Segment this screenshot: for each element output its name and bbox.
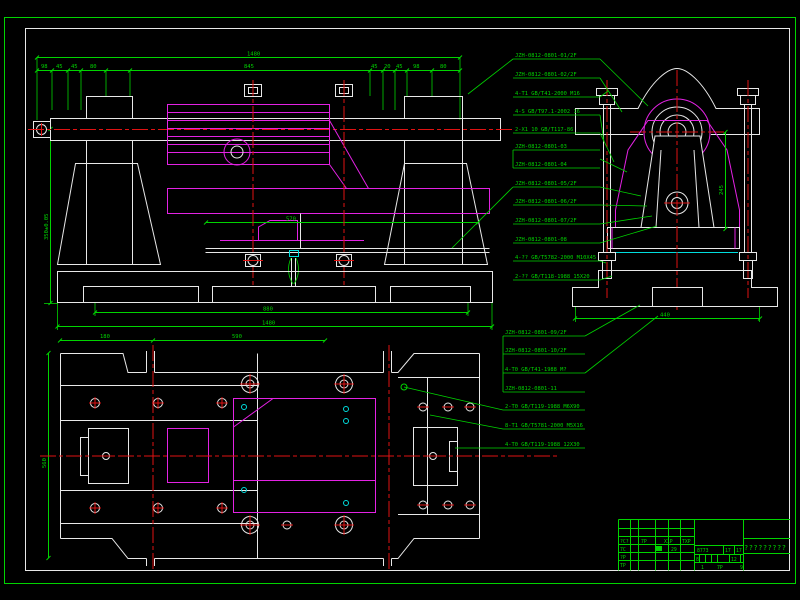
dim-seg: 98 [41,64,48,70]
anchor-bolts [243,250,354,286]
side-foundation [572,270,778,307]
callout-label: JZH-0812-0801-08 [515,237,567,243]
dim-side-bottom: 440 [660,313,670,319]
tb-cell: 7P [717,565,723,571]
callout-label: JZH-0812-0801-07/2F [515,218,577,224]
tb-cell: 1 [701,565,704,571]
baseplate-outline [60,351,480,566]
callout-label: JZH-0812-0801-05/2F [515,181,577,187]
dim-plan-b: 590 [232,334,242,340]
callout-label: JZH-0812-0801-09/2F [505,330,567,336]
front-dim-inner: 570 [203,217,481,225]
drawing-title-cell: ????????? [744,544,786,552]
dim-seg: 845 [244,64,254,70]
front-dims-top: 1480 98 45 45 80 845 45 20 45 98 80 [34,52,463,120]
sheet-frame [4,17,796,584]
side-dims: 245 440 [572,129,763,322]
a-frame-pedestal [607,70,740,310]
tb-cell: 29 [671,547,677,553]
plan-dims: 180 590 560 [42,334,328,561]
dim-overall-top: 1480 [247,52,260,58]
dim-seg: 20 [384,64,391,70]
dim-overall-bottom: 1480 [262,321,275,327]
dim-height: 350±0.05 [44,214,50,241]
dim-seg: 80 [90,64,97,70]
callout-label: 2-X1 10 GB/T117-86 [515,127,573,133]
callout-label: 8-T1 GB/T5781-2000 M5X16 [505,423,583,429]
front-dim-height: 350±0.05 [44,126,58,306]
callout-label: 2-?? GB/T118-1988 15X20 [515,274,590,280]
tb-cell: 17 [736,548,742,554]
dim-seg: 98 [413,64,420,70]
callout-label: JZH-0812-0801-01/2F [515,53,577,59]
callout-label: 4-T0 GB/T119-1988 12X30 [505,442,580,448]
callout-label: JZH-0812-0801-11 [505,386,557,392]
callouts-bottom[interactable]: JZH-0812-0801-09/2F JZH-0812-0801-10/2F … [403,304,659,449]
tb-row-label: ?P [620,555,626,561]
dim-plan-a: 180 [100,334,110,340]
callouts-top[interactable]: JZH-0812-0801-01/2F JZH-0812-0801-02/2F … [451,53,658,281]
leader-lines-bottom [403,304,659,449]
dim-seg: 80 [440,64,447,70]
tb-row-label: TP [620,563,626,569]
dim-seg: 45 [396,64,403,70]
callout-label: JZH-0812-0801-10/2F [505,348,567,354]
callout-label: 4-T1 GB/T41-2000 M16 [515,91,580,97]
tb-cell: 9 [740,565,743,571]
callout-label: JZH-0812-0801-02/2F [515,72,577,78]
top-plate [575,67,760,135]
dim-side-right: 245 [719,185,725,195]
dim-seg: 45 [56,64,63,70]
tb-cell: ?C? [620,539,629,545]
shaft [28,118,512,141]
dim-base: 880 [263,307,273,313]
callout-label: JZH-0812-0801-04 [515,162,567,168]
tb-cell: 7P [641,539,647,545]
tb-cell: TXP [682,539,691,545]
tb-cell: X1P [664,539,673,545]
tb-row-label: 7C [620,547,626,553]
tb-cell: 12 [731,557,737,563]
housing [167,104,490,253]
plan-centerlines [40,345,560,570]
callout-label: 2-T0 GB/T119-1988 M6X90 [505,404,580,410]
callout-label: JZH-0812-0801-03 [515,144,567,150]
callout-label: JZH-0812-0801-06/2F [515,199,577,205]
callout-label: 4-T0 GB/T41-1988 M? [505,367,567,373]
dim-seg: 45 [371,64,378,70]
tb-cell: 8773 [697,548,709,554]
title-block[interactable]: ?C? 7P X1P 29 TXP 7C ?P TP 8773 17 17 8 … [618,519,791,572]
plan-view[interactable]: 180 590 560 [40,334,560,570]
tb-cell: 17 [725,548,731,554]
dim-seg: 45 [71,64,78,70]
side-view[interactable]: 245 440 [572,67,778,323]
front-dims-bottom: 880 1480 [55,303,495,330]
leader-lines-top [451,58,658,281]
dim-inner: 570 [286,217,296,223]
tb-cell: 8 [696,557,699,563]
callout-label: 4-?? GB/T5782-2000 M10X45 [515,255,596,261]
front-view[interactable]: 1480 98 45 45 80 845 45 20 45 98 80 [28,52,512,331]
dim-plan-left: 560 [42,458,48,468]
callout-label: 4-S GB/T97.1-2002 16 [515,109,580,115]
foundation [57,271,493,303]
